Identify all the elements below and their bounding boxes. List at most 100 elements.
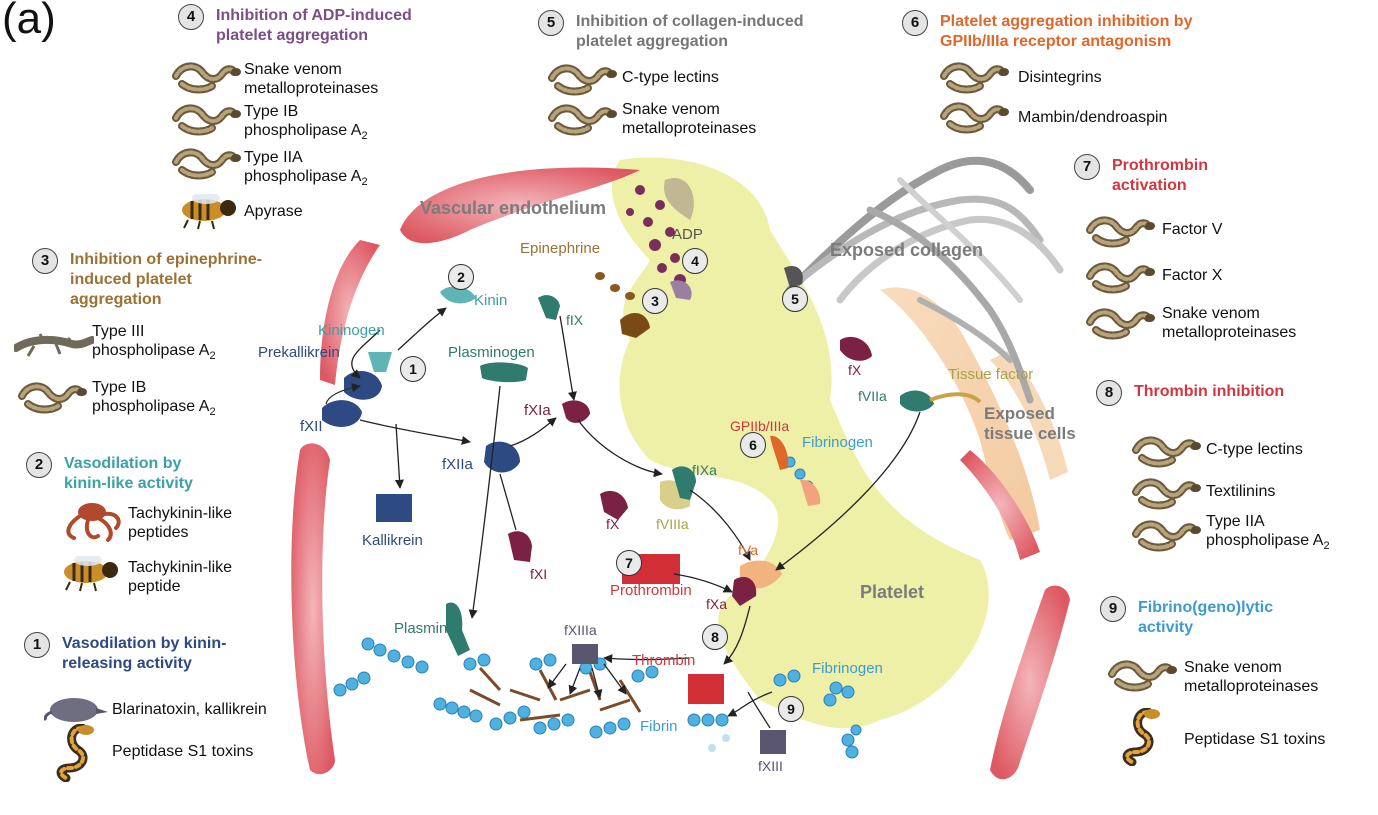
category-6: 6 Platelet aggregation inhibition by GPI…	[902, 10, 1193, 52]
category-title: Fibrino(geno)lytic	[1138, 599, 1274, 616]
subscript: 2	[209, 406, 216, 419]
fxa-shape	[732, 576, 757, 606]
snake-icon	[1086, 308, 1156, 342]
fix-shape	[538, 295, 560, 320]
plasmin-label: Plasmin	[394, 620, 448, 637]
snake-icon	[1132, 436, 1202, 470]
subscript: 2	[361, 176, 368, 189]
epinephrine-granules	[595, 272, 635, 300]
adp-vesicle	[664, 178, 694, 220]
item-text: Apyrase	[244, 203, 303, 220]
fxi-shape	[508, 531, 532, 562]
endothelial-cell-left-upper	[320, 240, 380, 385]
item-text: Peptidase S1 toxins	[112, 743, 254, 760]
kallikrein-label: Kallikrein	[362, 532, 423, 549]
fviia-label: fVIIa	[858, 388, 887, 404]
category-number: 6	[902, 10, 928, 36]
item-line: Type IB	[92, 379, 147, 396]
exposed-tissue-cells-shape-2	[990, 350, 1068, 480]
category-number: 4	[178, 4, 204, 30]
kininogen-shape	[368, 352, 392, 372]
snake-icon	[548, 64, 618, 98]
snake-icon	[548, 104, 618, 138]
subscript: 2	[361, 130, 368, 143]
subscript: 2	[209, 350, 216, 363]
category-9: 9 Fibrino(geno)lytic activity	[1100, 596, 1274, 638]
item-line: Snake venom	[622, 101, 720, 118]
fviia-shape	[900, 390, 934, 412]
fx-left-label: fX	[606, 516, 620, 532]
category-number: 9	[1100, 596, 1126, 622]
fxiia-shape	[484, 441, 520, 473]
snake-icon	[1086, 262, 1156, 296]
subscript: 2	[1323, 540, 1330, 553]
item-line: Tachykinin-like	[128, 505, 233, 522]
gpiib-label: GPIIb/IIIa	[730, 418, 790, 434]
item-line: Snake venom	[1162, 305, 1260, 322]
category-title: GPIIb/IIIa receptor antagonism	[940, 33, 1172, 50]
snake-icon	[18, 382, 88, 416]
item-line: peptides	[128, 524, 189, 541]
thrombin-label: Thrombin	[632, 652, 696, 669]
item-line: Type IIA	[244, 149, 303, 166]
item-line: phospholipase A2	[244, 121, 368, 146]
fxa-label: fXa	[706, 596, 728, 612]
item-line: Tachykinin-like	[128, 559, 233, 576]
snake-icon	[172, 148, 242, 182]
fx-right-shape	[840, 336, 872, 361]
category-title: Vasodilation by	[64, 455, 182, 472]
snake-icon	[1086, 216, 1156, 250]
fixa-shape	[672, 466, 696, 500]
fibrin-degradation-fragment	[708, 744, 716, 752]
item-line: metalloproteinases	[244, 80, 379, 97]
category-title: platelet aggregation	[576, 33, 729, 50]
item-text: Tachykinin-like peptides	[128, 504, 232, 542]
collagen-receptor-shape	[784, 265, 803, 288]
snake-icon	[940, 62, 1010, 96]
snake-icon	[172, 104, 242, 138]
fviiia-label: fVIIIa	[656, 516, 689, 532]
category-title: Inhibition of collagen-induced	[576, 13, 804, 30]
prekallikrein-label: Prekallikrein	[258, 344, 340, 361]
category-4: 4 Inhibition of ADP-induced platelet agg…	[178, 4, 412, 46]
fxiii-label: fXIII	[758, 758, 783, 774]
vascular-endothelium-label: Vascular endothelium	[420, 198, 607, 218]
category-title: releasing activity	[62, 655, 192, 672]
category-title: Thrombin inhibition	[1134, 383, 1285, 400]
snake-icon	[1132, 478, 1202, 512]
item-text: C-type lectins	[622, 69, 719, 86]
kinin-label: Kinin	[474, 292, 508, 309]
category-title: Platelet aggregation inhibition by	[940, 13, 1193, 30]
panel-label: (a)	[2, 0, 56, 43]
item-line: Type III	[92, 323, 145, 340]
category-number: 2	[26, 452, 52, 478]
kininogen-label: Kininogen	[318, 322, 385, 339]
thrombin-shape	[688, 674, 724, 704]
category-number: 3	[32, 248, 58, 274]
fibrin-degradation-fragment	[722, 734, 730, 742]
item-line: metalloproteinases	[1184, 678, 1319, 695]
fibrin-label: Fibrin	[640, 718, 678, 735]
category-3: 3 Inhibition of epinephrine- induced pla…	[32, 248, 262, 310]
item-text: Disintegrins	[1018, 69, 1102, 86]
platelet-shape	[611, 157, 989, 729]
lizard-icon	[52, 724, 102, 782]
molecule-shapes	[322, 265, 982, 754]
platelet-body	[611, 157, 989, 729]
category-title: Prothrombin	[1112, 157, 1208, 174]
category-title: Inhibition of epinephrine-	[70, 251, 262, 268]
category-title: Inhibition of ADP-induced	[216, 7, 412, 24]
kallikrein-shape	[376, 494, 412, 522]
shrew-icon	[44, 696, 110, 724]
item-line: phospholipase A2	[1206, 532, 1330, 553]
site-marker-8: 8	[702, 624, 728, 650]
reciprocal-activation-arrow	[325, 383, 361, 405]
